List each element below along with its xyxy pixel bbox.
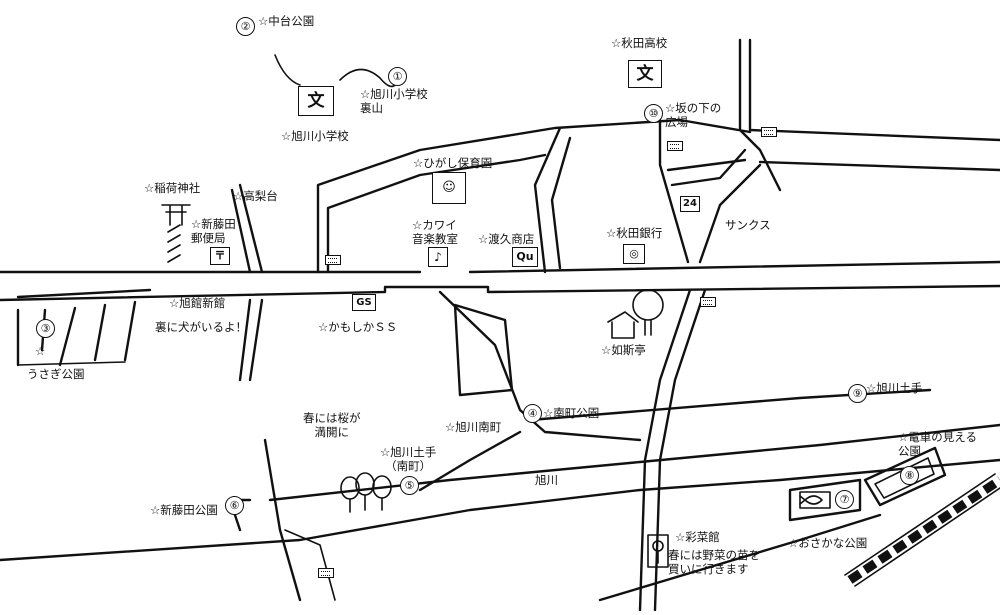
north-road-a xyxy=(316,118,752,274)
railway-edge xyxy=(844,473,1000,587)
bus-stop-icon xyxy=(761,127,777,137)
south-road-5 xyxy=(418,430,522,492)
shrine-icon xyxy=(161,204,191,263)
bus-stop-icon xyxy=(318,568,334,578)
north-road-j xyxy=(670,148,747,187)
label-sunkus: サンクス xyxy=(725,218,771,232)
label-kawai: ☆カワイ 音楽教室 xyxy=(412,218,458,246)
label-naeki: 春には野菜の苗を 買いに行きます xyxy=(668,548,760,576)
label-akita-hs: ☆秋田高校 xyxy=(611,36,668,50)
tree-icon xyxy=(607,289,664,339)
label-kyokan: ☆旭館新館 xyxy=(169,296,226,310)
school-icon: 文 xyxy=(628,60,662,88)
north-road-d xyxy=(550,136,572,270)
place-number-10: ⑩ xyxy=(644,104,663,123)
place-number-4: ④ xyxy=(523,404,542,423)
dote-road-north xyxy=(528,388,932,422)
place-number-7: ⑦ xyxy=(835,490,854,509)
south-road-1 xyxy=(438,290,642,442)
place-number-8: ⑧ xyxy=(900,466,919,485)
label-nakadai-park: ☆中台公園 xyxy=(258,14,315,28)
gas-station-icon: GS xyxy=(352,294,376,311)
fish-icon xyxy=(799,491,831,509)
nursery-icon: ☺ xyxy=(432,172,466,204)
school-icon: 文 xyxy=(298,86,334,116)
west-road-2 xyxy=(238,183,264,274)
place-number-1: ① xyxy=(388,67,407,86)
label-sakura: 春には桜が 満開に xyxy=(303,411,361,439)
label-higashi-nursery: ☆ひがし保育園 xyxy=(413,156,493,170)
label-akita-bank: ☆秋田銀行 xyxy=(606,226,663,240)
flower-icon xyxy=(647,534,669,568)
north-road-g xyxy=(748,38,1000,142)
label-asahikawa-minamimachi: ☆旭川南町 xyxy=(445,420,502,434)
river-north-bank xyxy=(268,423,1000,502)
north-road-b xyxy=(326,153,547,274)
qu-sign: Qu xyxy=(512,247,538,267)
label-star: ☆ xyxy=(35,344,46,358)
sw-road-3 xyxy=(284,529,336,601)
south-road-3 xyxy=(238,298,252,382)
bus-stop-icon xyxy=(325,255,341,265)
diagonal-road xyxy=(698,163,762,264)
label-watakyu: ☆渡久商店 xyxy=(478,232,535,246)
bank-icon: ◎ xyxy=(623,244,645,264)
minor-road xyxy=(16,288,152,299)
place-number-2: ② xyxy=(236,17,255,36)
label-osakana-park: ☆おさかな公園 xyxy=(788,536,868,550)
sw-road-1 xyxy=(263,438,302,602)
convenience-sign: 24 xyxy=(680,196,700,212)
ridge xyxy=(274,54,301,86)
label-usagi-park: うさぎ公園 xyxy=(27,367,85,381)
hill xyxy=(339,68,396,88)
label-sakanoshita: ☆坂の下の 広場 xyxy=(665,101,722,129)
bus-stop-icon xyxy=(700,297,716,307)
north-road-c xyxy=(533,126,562,274)
label-takanashidai: ☆高梨台 xyxy=(233,189,278,203)
south-road-4 xyxy=(248,298,264,382)
label-asahikawa-es: ☆旭川小学校 xyxy=(281,129,349,143)
place-number-9: ⑨ xyxy=(848,384,867,403)
river-south-bank xyxy=(0,458,1000,562)
label-minamimachi-park: ☆南町公園 xyxy=(543,406,600,420)
bus-stop-icon xyxy=(667,141,683,151)
label-densha-park: ☆電車の見える 公園 xyxy=(898,430,977,458)
north-road-f xyxy=(738,38,782,192)
label-dog: 裏に犬がいるよ！ xyxy=(155,320,247,334)
park-7-outline xyxy=(788,478,862,522)
south-main-road xyxy=(638,288,692,612)
main-road-south-edge xyxy=(0,284,1000,302)
park-8-outline xyxy=(863,446,947,507)
main-road-north-edge xyxy=(0,260,1000,274)
north-road-i xyxy=(666,158,747,172)
label-asahikawa-river: 旭川 xyxy=(535,473,558,487)
place-number-5: ⑤ xyxy=(400,476,419,495)
west-road xyxy=(230,188,252,274)
place-number-6: ⑥ xyxy=(225,496,244,515)
music-note-icon: ♪ xyxy=(428,247,448,267)
tree-icon xyxy=(340,472,392,513)
railway-icon xyxy=(847,476,1000,584)
label-ura-yama: ☆旭川小学校 裏山 xyxy=(360,87,428,115)
label-post-office: ☆新藤田 郵便局 xyxy=(191,217,236,245)
label-shinfujita-park: ☆新藤田公園 xyxy=(150,503,218,517)
label-kamoshika-ss: ☆かもしかＳＳ xyxy=(318,320,398,334)
south-road-2 xyxy=(453,303,514,397)
dote-road-south xyxy=(598,513,882,602)
usagi-park-edge xyxy=(17,361,126,366)
label-inari-shrine: ☆稲荷神社 xyxy=(144,181,201,195)
post-office-icon: 〒 xyxy=(210,247,230,265)
label-saisaikan: ☆彩菜館 xyxy=(675,530,720,544)
place-number-3: ③ xyxy=(36,319,55,338)
north-road-e xyxy=(658,118,690,264)
label-joshitei: ☆如斯亭 xyxy=(601,343,646,357)
label-asahikawa-dote-9: ☆旭川土手 xyxy=(866,381,923,395)
north-road-h xyxy=(758,160,1000,172)
label-dote-minamimachi: ☆旭川土手 （南町） xyxy=(380,445,437,473)
